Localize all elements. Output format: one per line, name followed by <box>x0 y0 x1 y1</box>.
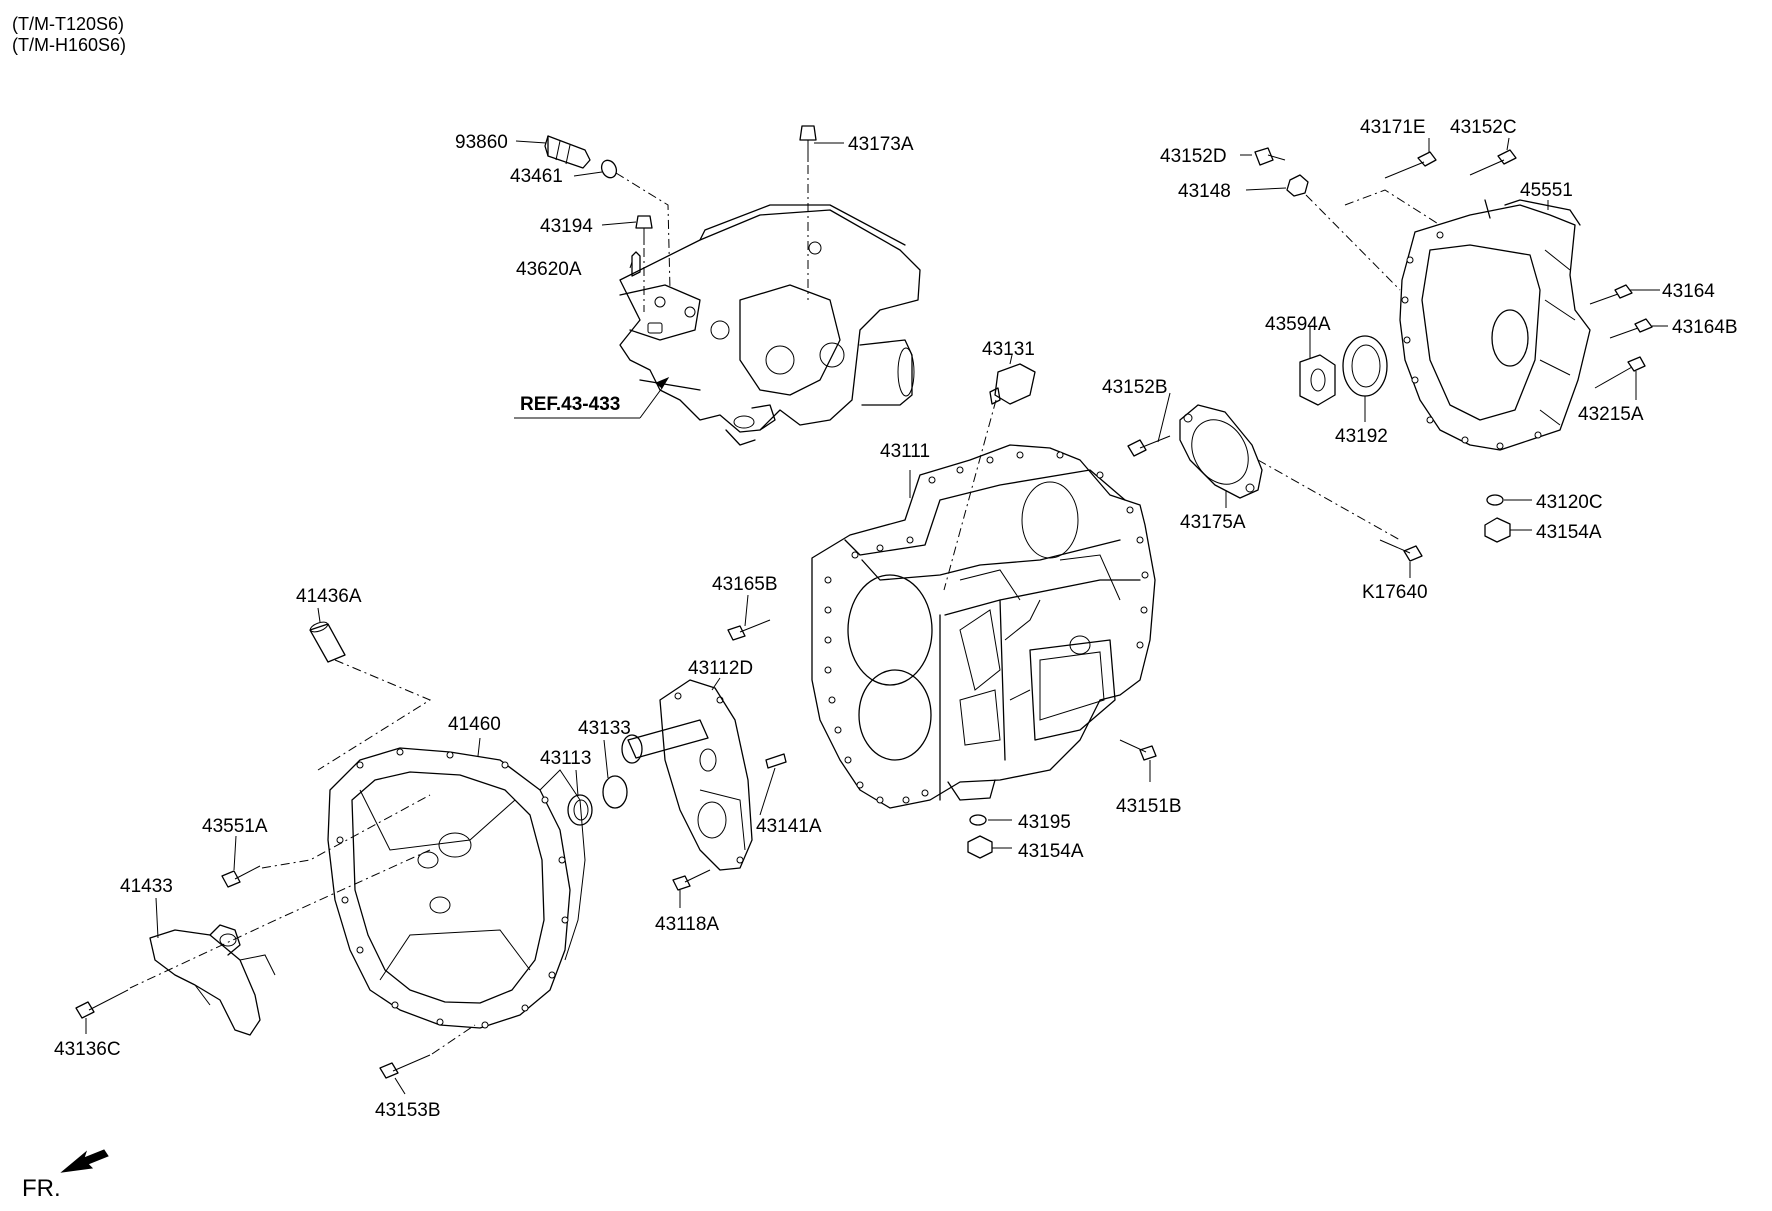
label-43120C[interactable]: 43120C <box>1536 492 1603 513</box>
label-43131[interactable]: 43131 <box>982 339 1035 360</box>
bolt-43165B[interactable] <box>727 619 771 641</box>
label-43461[interactable]: 43461 <box>510 166 563 187</box>
label-43165B[interactable]: 43165B <box>712 574 778 595</box>
bolt-43194[interactable] <box>635 215 653 245</box>
bolt-43173A[interactable] <box>799 125 817 162</box>
front-label: FR. <box>22 1175 61 1202</box>
model-code-2: (T/M-H160S6) <box>12 35 127 55</box>
bolt-43551A[interactable] <box>221 865 261 888</box>
label-43215A[interactable]: 43215A <box>1578 404 1644 425</box>
clutch-housing-41460[interactable] <box>327 747 586 1029</box>
plug-43148[interactable] <box>1286 174 1309 197</box>
cover-43175A[interactable] <box>1179 404 1263 499</box>
bolt-43164B[interactable] <box>1609 318 1653 339</box>
drain-plug-43154A-mid[interactable] <box>967 835 993 859</box>
front-arrow-icon <box>60 1149 109 1173</box>
bolt-43152C[interactable] <box>1469 149 1517 176</box>
label-41433[interactable]: 41433 <box>120 876 173 897</box>
bracket-43620A[interactable] <box>631 251 641 277</box>
label-41460[interactable]: 41460 <box>448 714 501 735</box>
label-43154A-mid[interactable]: 43154A <box>1018 841 1084 862</box>
bolt-43171E[interactable] <box>1384 151 1437 179</box>
bolt-43151B[interactable] <box>1119 739 1157 761</box>
drain-plug-43154A-right[interactable] <box>1484 517 1511 543</box>
label-43173A[interactable]: 43173A <box>848 134 914 155</box>
label-43192[interactable]: 43192 <box>1335 426 1388 447</box>
label-43194[interactable]: 43194 <box>540 216 593 237</box>
leader-lines <box>85 137 1668 1095</box>
label-43164B[interactable]: 43164B <box>1672 317 1738 338</box>
label-43152B[interactable]: 43152B <box>1102 377 1168 398</box>
sensor-93860[interactable] <box>544 135 591 169</box>
label-43113[interactable]: 43113 <box>540 748 591 769</box>
bolt-43152B[interactable] <box>1127 435 1171 457</box>
bolt-43153B[interactable] <box>379 1054 431 1079</box>
label-43118A[interactable]: 43118A <box>655 914 719 935</box>
bolt-43164[interactable] <box>1589 284 1633 305</box>
bolt-43215A[interactable] <box>1594 356 1646 389</box>
label-43164[interactable]: 43164 <box>1662 281 1715 302</box>
label-43171E[interactable]: 43171E <box>1360 117 1426 138</box>
label-K17640[interactable]: K17640 <box>1362 582 1428 603</box>
label-43195[interactable]: 43195 <box>1018 812 1071 833</box>
transmission-case-43111[interactable] <box>811 444 1156 809</box>
pin-43141A[interactable] <box>765 753 787 769</box>
label-43151B[interactable]: 43151B <box>1116 796 1182 817</box>
retainer-43112D[interactable] <box>621 679 753 871</box>
washer-43120C[interactable] <box>1486 494 1504 506</box>
bushing-41436A[interactable] <box>309 620 346 663</box>
part-labels: 93860 43461 43173A 43194 43620A 43131 43… <box>54 117 1738 1121</box>
label-43594A[interactable]: 43594A <box>1265 314 1331 335</box>
label-43111[interactable]: 43111 <box>880 441 930 462</box>
seal-43192[interactable] <box>1342 335 1388 397</box>
bolt-43152D[interactable] <box>1254 147 1286 166</box>
breather-43131[interactable] <box>989 363 1036 405</box>
label-43112D[interactable]: 43112D <box>688 658 753 679</box>
model-code-1: (T/M-T120S6) <box>12 14 125 34</box>
o-ring-43461[interactable] <box>599 158 619 180</box>
bolt-43136C[interactable] <box>75 989 129 1019</box>
label-43148[interactable]: 43148 <box>1178 181 1231 202</box>
valve-body-assembly[interactable] <box>619 204 921 446</box>
washer-43195[interactable] <box>969 814 987 826</box>
bolt-43118A[interactable] <box>672 869 711 891</box>
nut-43594A[interactable] <box>1299 354 1336 406</box>
reference-callout: REF.43-433 <box>514 376 670 419</box>
label-41436A[interactable]: 41436A <box>296 586 362 607</box>
label-43141A[interactable]: 43141A <box>756 816 822 837</box>
label-43136C[interactable]: 43136C <box>54 1039 121 1060</box>
label-43133[interactable]: 43133 <box>578 718 631 739</box>
label-45551[interactable]: 45551 <box>1520 180 1573 201</box>
reference-label[interactable]: REF.43-433 <box>520 394 620 415</box>
seal-43113[interactable] <box>567 794 593 826</box>
label-43152C[interactable]: 43152C <box>1450 117 1517 138</box>
label-43154A-right[interactable]: 43154A <box>1536 522 1602 543</box>
release-fork-41433[interactable] <box>149 924 276 1036</box>
label-93860[interactable]: 93860 <box>455 132 508 153</box>
front-direction-marker: FR. <box>22 1149 109 1202</box>
label-43153B[interactable]: 43153B <box>375 1100 441 1121</box>
o-ring-43133[interactable] <box>602 775 628 809</box>
label-43551A[interactable]: 43551A <box>202 816 268 837</box>
rear-housing-45551[interactable] <box>1399 199 1591 451</box>
label-43620A[interactable]: 43620A <box>516 259 582 280</box>
bolt-K17640[interactable] <box>1379 539 1423 562</box>
label-43152D[interactable]: 43152D <box>1160 146 1227 167</box>
label-43175A[interactable]: 43175A <box>1180 512 1246 533</box>
